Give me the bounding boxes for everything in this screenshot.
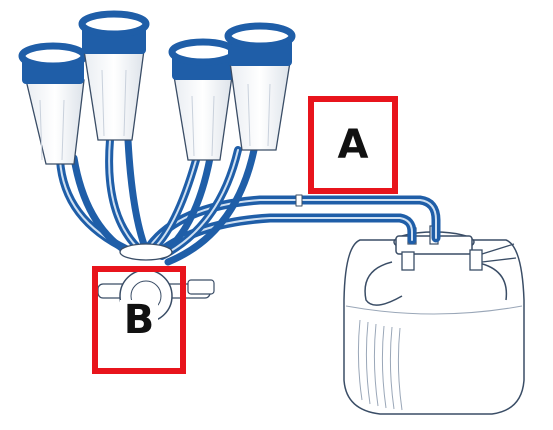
teat-cup-4 [224,22,296,151]
label-a-text: A [337,122,369,168]
label-b-text: B [119,300,159,340]
teat-cup-3 [168,38,238,161]
label-a-box: A [308,96,398,194]
teat-cup-2 [78,10,150,141]
milk-bucket [343,225,525,415]
teat-cup-1 [18,42,88,165]
label-b-box: B [92,266,186,374]
